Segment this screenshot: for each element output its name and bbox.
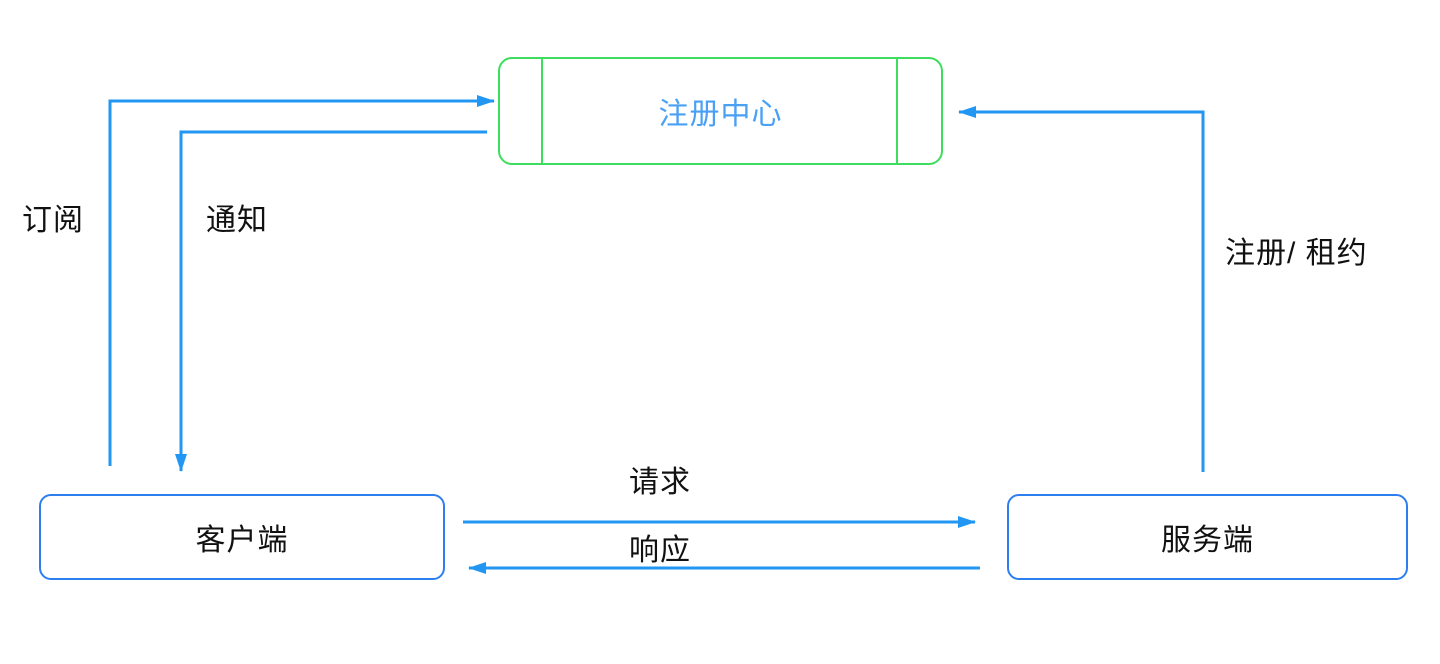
notify-arrow [175,130,487,472]
response-edge-label: 响应 [629,534,691,567]
subscribe-arrow [108,95,495,466]
register-arrow [958,106,1205,472]
registry-node: 注册中心 [498,57,943,165]
registry-inner-divider-left [541,59,543,163]
client-node-label: 客户端 [195,524,289,557]
register-edge-label: 注册/ 租约 [1225,237,1368,270]
subscribe-edge-label: 订阅 [22,204,84,237]
client-node: 客户端 [39,494,445,580]
request-edge-label: 请求 [629,466,691,499]
server-node: 服务端 [1007,494,1408,580]
registry-inner-divider-right [896,59,898,163]
registry-node-label: 注册中心 [658,98,783,131]
server-node-label: 服务端 [1161,524,1254,557]
notify-edge-label: 通知 [206,204,268,237]
